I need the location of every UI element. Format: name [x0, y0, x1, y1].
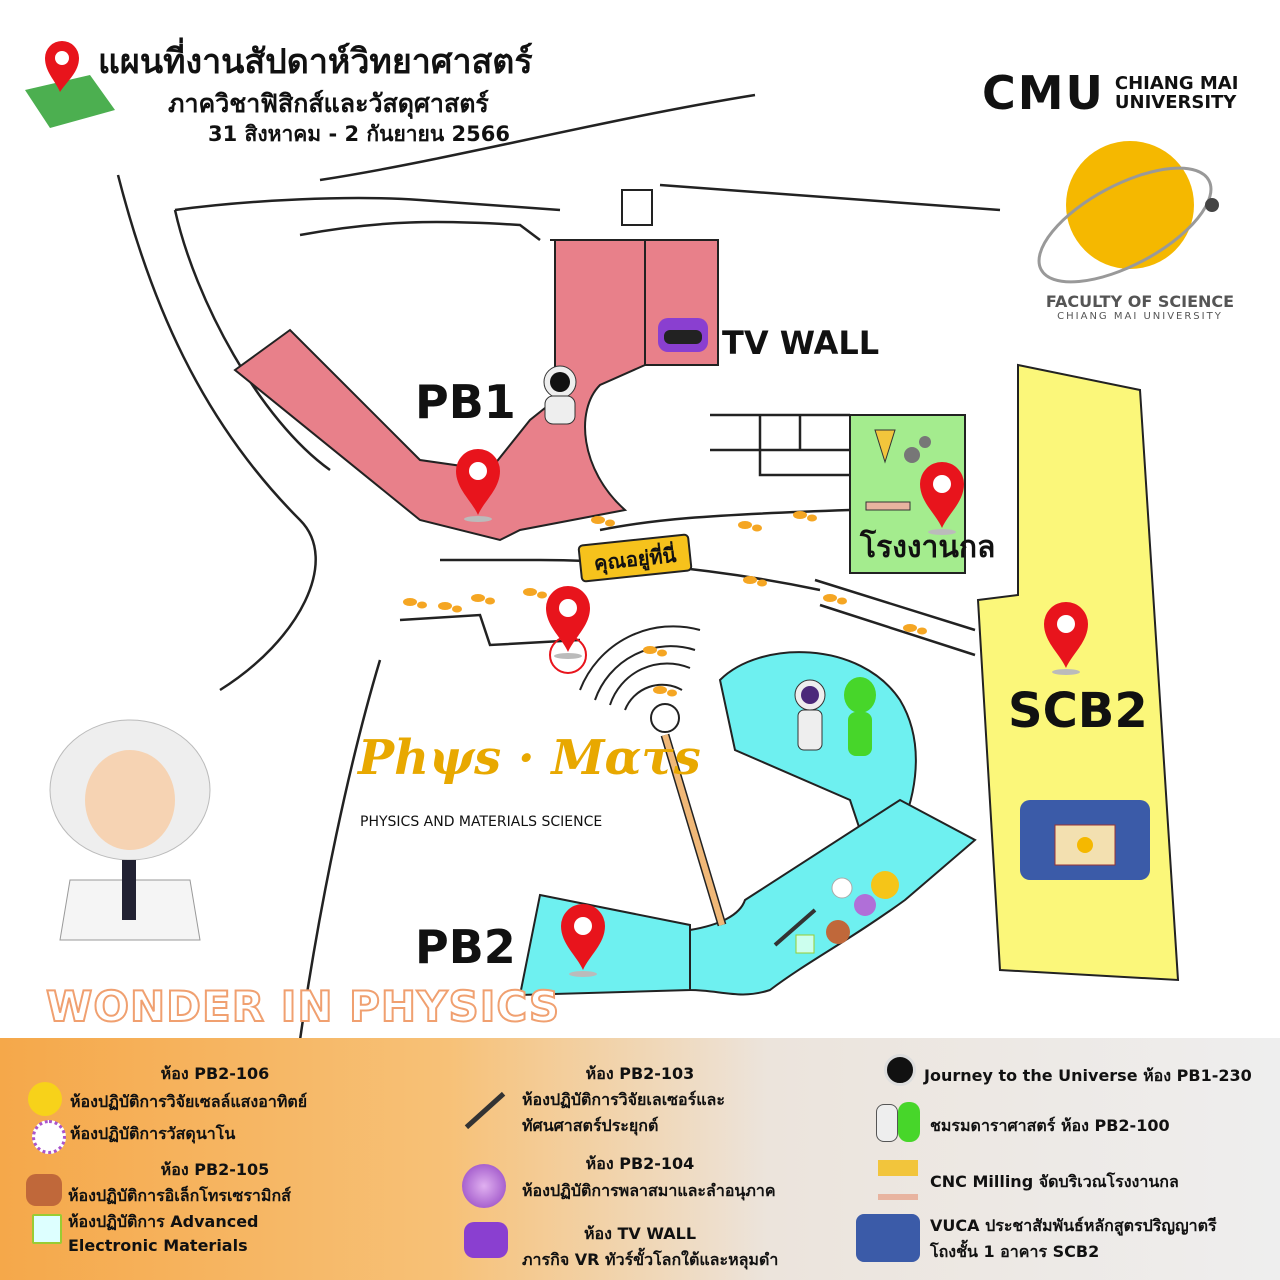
astronaut-icon [884, 1054, 916, 1086]
lab-icons [773, 871, 899, 954]
legend-heading-pb2-104: ห้อง PB2-104 [585, 1154, 695, 1173]
wonder-in-physics: WONDER IN PHYSICS [45, 981, 561, 1032]
graduates-icon [1020, 800, 1150, 880]
alien-icon [898, 1102, 920, 1142]
chip-icon [32, 1214, 62, 1244]
plasma-icon [462, 1164, 506, 1208]
legend-heading-tv-wall: ห้อง TV WALL [583, 1224, 697, 1243]
label-scb2: SCB2 [1008, 683, 1148, 739]
astronaut-icon [543, 365, 577, 425]
graduates-icon [856, 1214, 920, 1262]
legend-heading-pb2-105: ห้อง PB2-105 [160, 1160, 270, 1179]
page-title: แผนที่งานสัปดาห์วิทยาศาสตร์ [98, 42, 533, 82]
faculty-line1: FACULTY OF SCIENCE [1045, 292, 1235, 311]
page-subtitle: ภาควิชาฟิสิกส์และวัสดุศาสตร์ [168, 89, 489, 118]
legend-advanced-1: ห้องปฏิบัติการ Advanced [68, 1212, 259, 1231]
legend-electroceramics: ห้องปฏิบัติการอิเล็กโทรเซรามิกส์ [68, 1186, 291, 1205]
legend-heading-pb2-106: ห้อง PB2-106 [160, 1064, 270, 1083]
label-pb1: PB1 [415, 375, 516, 429]
label-pb2: PB2 [415, 920, 516, 974]
map-pin-logo-icon [25, 41, 115, 128]
laser-pointer-icon [464, 1091, 506, 1130]
you-are-here-badge: คุณอยู่ที่นี่ [577, 533, 693, 583]
nano-icon [32, 1120, 66, 1154]
amphitheatre [579, 625, 701, 733]
legend: ห้อง PB2-106 ห้องปฏิบัติการวิจัยเซลล์แสง… [0, 1038, 1280, 1280]
physmats-logo: Phψs · Mατs [358, 730, 701, 786]
cmu-line1: CHIANG MAI [1114, 73, 1239, 94]
faculty-logo [1037, 141, 1219, 284]
event-date: 31 สิงหาคม - 2 กันยายน 2566 [208, 122, 510, 146]
faculty-name: FACULTY OF SCIENCE CHIANG MAI UNIVERSITY [1040, 292, 1240, 322]
building-pb2-west[interactable] [518, 893, 691, 997]
campus-map: คุณอยู่ที่นี่ PB1 TV WALL โรงงานกล SCB2 … [25, 41, 1219, 1040]
legend-cnc: CNC Milling จัดบริเวณโรงงานกล [930, 1172, 1179, 1191]
legend-vuca-1: VUCA ประชาสัมพันธ์หลักสูตรปริญญาตรี [930, 1216, 1217, 1235]
legend-solar: ห้องปฏิบัติการวิจัยเซลล์แสงอาทิตย์ [70, 1092, 308, 1111]
legend-astro: ชมรมดาราศาสตร์ ห้อง PB2-100 [930, 1116, 1170, 1135]
sun-icon [28, 1082, 62, 1116]
legend-plasma: ห้องปฏิบัติการพลาสมาและลำอนุภาค [522, 1181, 776, 1200]
legend-heading-pb2-103: ห้อง PB2-103 [585, 1064, 695, 1083]
cmu-line2: UNIVERSITY [1114, 92, 1237, 113]
building-pb2-east[interactable] [689, 798, 977, 996]
legend-vuca-2: โถงชั้น 1 อาคาร SCB2 [930, 1242, 1100, 1261]
vr-headset-icon [658, 318, 708, 352]
cnc-icon [878, 1160, 918, 1200]
you-are-here-marker[interactable] [546, 586, 590, 674]
faculty-line2: CHIANG MAI UNIVERSITY [1057, 311, 1223, 322]
legend-nano: ห้องปฏิบัติการวัสดุนาโน [70, 1124, 236, 1143]
physmats-subtitle: PHYSICS AND MATERIALS SCIENCE [360, 814, 603, 830]
vr-headset-icon [464, 1222, 508, 1258]
astronaut-alien-icon [794, 677, 876, 756]
legend-journey: Journey to the Universe ห้อง PB1-230 [924, 1066, 1252, 1085]
pottery-icon [26, 1174, 62, 1206]
legend-advanced-2: Electronic Materials [68, 1236, 248, 1255]
label-tv-wall: TV WALL [722, 324, 879, 362]
cmu-mark: CMU [982, 66, 1105, 120]
legend-laser-1: ห้องปฏิบัติการวิจัยเลเซอร์และ [522, 1090, 725, 1109]
einstein-illustration [49, 719, 211, 941]
legend-vr: ภารกิจ VR ทัวร์ขั้วโลกใต้และหลุมดำ [522, 1250, 779, 1269]
legend-laser-2: ทัศนศาสตร์ประยุกต์ [522, 1116, 659, 1135]
label-workshop: โรงงานกล [859, 528, 995, 565]
cnc-icon [865, 429, 931, 511]
astronaut-alien-icon [876, 1104, 898, 1142]
